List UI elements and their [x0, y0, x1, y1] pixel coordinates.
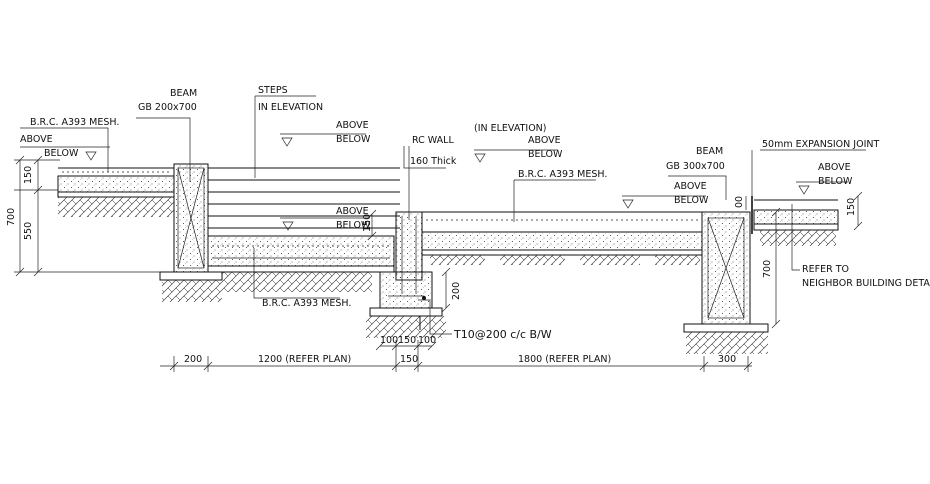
brc-mesh-bottom-label: B.R.C. A393 MESH. — [262, 298, 351, 309]
brc-mesh-right-label: B.R.C. A393 MESH. — [518, 169, 607, 180]
neighbor-details-label: NEIGHBOR BUILDING DETAILS — [802, 278, 930, 289]
above-mid-label: ABOVE — [528, 135, 561, 146]
right-slab — [751, 196, 839, 246]
dim-200-bottom: 200 — [184, 354, 202, 365]
dim-150-wall: 150 — [398, 335, 416, 346]
below-mid-label: BELOW — [528, 149, 563, 160]
dim-300: 300 — [718, 354, 736, 365]
leaders — [20, 95, 866, 335]
left-beam — [159, 163, 223, 302]
refer-to-label: REFER TO — [802, 264, 849, 275]
dim-150-left: 150 — [23, 166, 34, 184]
dim-150-right: 150 — [846, 198, 857, 216]
dim-100-a: 100 — [380, 335, 398, 346]
rebar-spec-label: T10@200 c/c B/W — [453, 328, 552, 341]
expansion-joint-label: 50mm EXPANSION JOINT — [762, 139, 879, 150]
steps-sub: IN ELEVATION — [258, 102, 323, 113]
left-slab — [57, 167, 175, 217]
beam-left-title: BEAM — [170, 88, 197, 99]
below-steps-label: BELOW — [336, 134, 371, 145]
dim-200-wall: 200 — [451, 282, 462, 300]
dim-700-left: 700 — [6, 208, 17, 226]
dim-150-step: 150 — [362, 214, 373, 232]
above-far-label: ABOVE — [818, 162, 851, 173]
beam-left-spec: GB 200x700 — [138, 102, 197, 113]
dimension-lines — [14, 155, 863, 372]
lower-slab — [207, 235, 395, 292]
dim-150-bottom: 150 — [400, 354, 418, 365]
dim-00: 00 — [734, 196, 745, 208]
beam-right-title: BEAM — [696, 146, 723, 157]
brc-mesh-left-label: B.R.C. A393 MESH. — [30, 117, 119, 128]
in-elevation-label: (IN ELEVATION) — [474, 123, 546, 134]
below-far-label: BELOW — [818, 176, 853, 187]
steps-title: STEPS — [258, 85, 288, 96]
beam-right-spec: GB 300x700 — [666, 161, 725, 172]
rc-wall — [366, 211, 446, 338]
above-steps-label: ABOVE — [336, 120, 369, 131]
above-left-label: ABOVE — [20, 134, 53, 145]
rc-wall-title: RC WALL — [412, 135, 454, 146]
right-beam — [683, 211, 769, 354]
rc-wall-thick: 160 Thick — [410, 156, 457, 167]
above-lower-label: ABOVE — [336, 206, 369, 217]
dim-700-right: 700 — [762, 260, 773, 278]
main-slab — [421, 211, 703, 265]
below-right-label: BELOW — [674, 195, 709, 206]
dim-550: 550 — [23, 222, 34, 240]
dim-100-b: 100 — [418, 335, 436, 346]
below-lower-label: BELOW — [336, 220, 371, 231]
dim-1200: 1200 (REFER PLAN) — [258, 354, 351, 365]
dim-1800: 1800 (REFER PLAN) — [518, 354, 611, 365]
above-right-label: ABOVE — [674, 181, 707, 192]
below-left-label: BELOW — [44, 148, 79, 159]
steps-elevation — [208, 167, 400, 229]
